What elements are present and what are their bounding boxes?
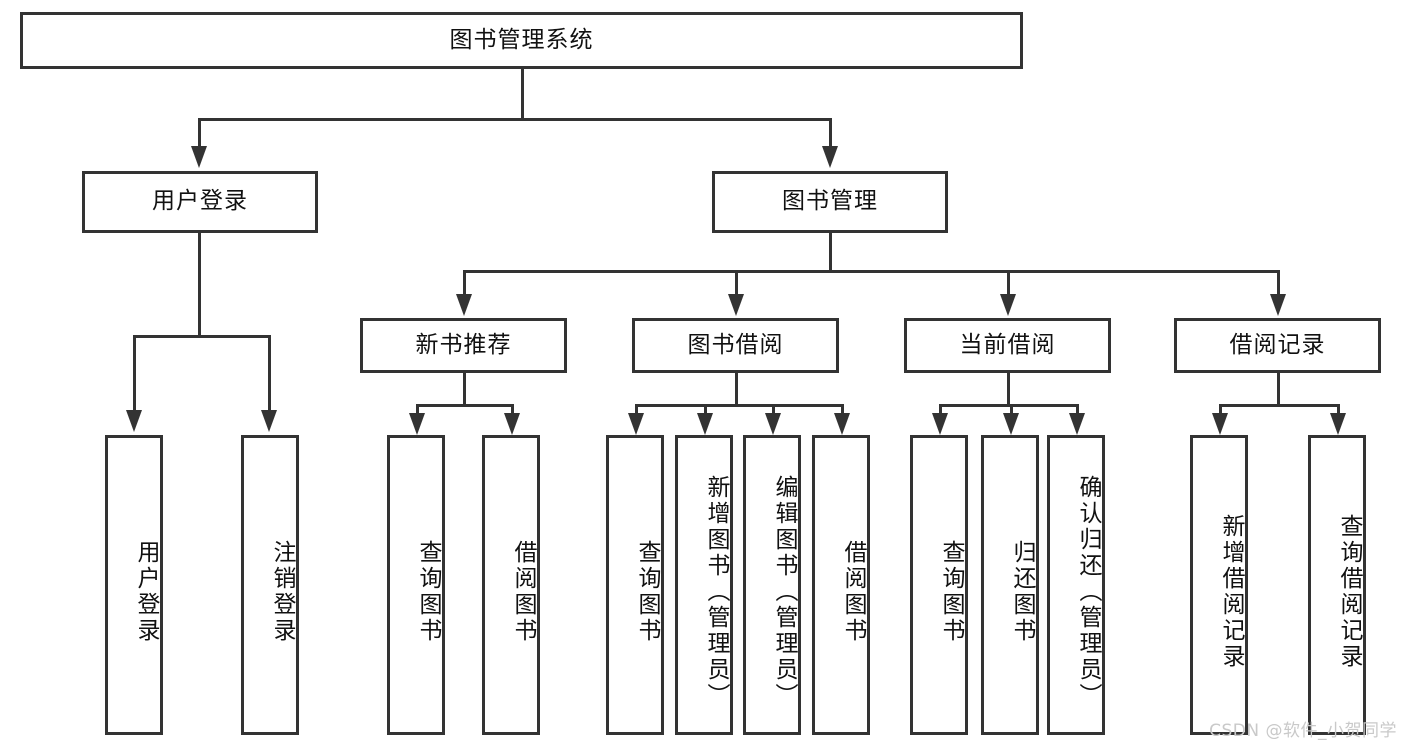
node-label: 查询图书 xyxy=(938,540,964,644)
edge-bm-to-borrow-record xyxy=(1277,270,1280,298)
edge-br-to-leaf-2 xyxy=(1337,404,1340,416)
edge-user-login-to-leaf-1 xyxy=(133,335,136,413)
node-label: 查询图书 xyxy=(634,540,660,644)
node-borrow-record[interactable]: 借阅记录 xyxy=(1174,318,1381,373)
leaf-edit-book-admin[interactable]: 编辑图书（管理员） xyxy=(743,435,801,735)
arrowhead-cb-to-leaf-1 xyxy=(932,413,948,435)
leaf-user-login[interactable]: 用户登录 xyxy=(105,435,163,735)
leaf-add-book-admin[interactable]: 新增图书（管理员） xyxy=(675,435,733,735)
edge-bm-to-new-book xyxy=(463,270,466,298)
node-label: 确认归还（管理员） xyxy=(1075,475,1101,709)
node-label: 图书借阅 xyxy=(687,331,784,358)
edge-user-login-bus xyxy=(133,335,268,338)
edge-current-borrow-bus xyxy=(939,404,1079,407)
leaf-borrow-book-newbook[interactable]: 借阅图书 xyxy=(482,435,540,735)
arrowhead-bm-to-borrow-record xyxy=(1270,294,1286,316)
arrowhead-cb-to-leaf-2 xyxy=(1003,413,1019,435)
node-label: 查询借阅记录 xyxy=(1336,514,1362,670)
node-label: 归还图书 xyxy=(1009,540,1035,644)
leaf-query-book-borrow[interactable]: 查询图书 xyxy=(606,435,664,735)
leaf-query-book-current[interactable]: 查询图书 xyxy=(910,435,968,735)
node-label: 图书管理系统 xyxy=(449,26,594,53)
node-label: 借阅记录 xyxy=(1229,331,1326,358)
arrowhead-root-to-user-login xyxy=(191,146,207,168)
node-label: 注销登录 xyxy=(269,540,295,644)
edge-nb-to-leaf-2 xyxy=(511,404,514,416)
edge-current-borrow-stem xyxy=(1007,373,1010,407)
arrowhead-root-to-book-manage xyxy=(822,146,838,168)
edge-borrow-record-stem xyxy=(1277,373,1280,407)
edge-user-login-stem xyxy=(198,233,201,338)
leaf-query-book-newbook[interactable]: 查询图书 xyxy=(387,435,445,735)
edge-cb-to-leaf-1 xyxy=(939,404,942,416)
edge-book-management-stem xyxy=(829,233,832,273)
edge-user-login-to-leaf-2 xyxy=(268,335,271,413)
node-label: 借阅图书 xyxy=(840,540,866,644)
node-current-borrow[interactable]: 当前借阅 xyxy=(904,318,1111,373)
leaf-logout[interactable]: 注销登录 xyxy=(241,435,299,735)
edge-bb-to-leaf-4 xyxy=(841,404,844,416)
edge-br-to-leaf-1 xyxy=(1219,404,1222,416)
arrowhead-user-login-to-leaf-1 xyxy=(126,410,142,432)
arrowhead-bb-to-leaf-2 xyxy=(697,413,713,435)
edge-cb-to-leaf-2 xyxy=(1010,404,1013,416)
node-label: 用户登录 xyxy=(133,540,159,644)
arrowhead-bm-to-current-borrow xyxy=(1000,294,1016,316)
csdn-watermark: CSDN @软件_小贺同学 xyxy=(1209,721,1397,741)
arrowhead-cb-to-leaf-3 xyxy=(1069,413,1085,435)
node-label: 图书管理 xyxy=(782,188,878,215)
edge-bb-to-leaf-3 xyxy=(772,404,775,416)
edge-book-borrow-bus xyxy=(635,404,842,407)
node-book-borrow[interactable]: 图书借阅 xyxy=(632,318,839,373)
arrowhead-nb-to-leaf-1 xyxy=(409,413,425,435)
edge-root-to-book-manage xyxy=(829,118,832,150)
edge-bm-to-borrow xyxy=(735,270,738,298)
node-user-login[interactable]: 用户登录 xyxy=(82,171,318,233)
leaf-query-borrow-record[interactable]: 查询借阅记录 xyxy=(1308,435,1366,735)
leaf-add-borrow-record[interactable]: 新增借阅记录 xyxy=(1190,435,1248,735)
arrowhead-bb-to-leaf-4 xyxy=(834,413,850,435)
leaf-borrow-book-borrow[interactable]: 借阅图书 xyxy=(812,435,870,735)
arrowhead-br-to-leaf-2 xyxy=(1330,413,1346,435)
edge-new-book-stem xyxy=(463,373,466,407)
arrowhead-bm-to-borrow xyxy=(728,294,744,316)
node-label: 编辑图书（管理员） xyxy=(771,475,797,709)
node-new-book-recommend[interactable]: 新书推荐 xyxy=(360,318,567,373)
edge-root-to-user-login xyxy=(198,118,201,150)
node-root-system[interactable]: 图书管理系统 xyxy=(20,12,1023,69)
arrowhead-user-login-to-leaf-2 xyxy=(261,410,277,432)
arrowhead-bb-to-leaf-3 xyxy=(765,413,781,435)
node-label: 查询图书 xyxy=(415,540,441,644)
edge-cb-to-leaf-3 xyxy=(1076,404,1079,416)
arrowhead-br-to-leaf-1 xyxy=(1212,413,1228,435)
arrowhead-bb-to-leaf-1 xyxy=(628,413,644,435)
edge-bm-to-current-borrow xyxy=(1007,270,1010,298)
edge-root-bus xyxy=(198,118,832,121)
leaf-return-book[interactable]: 归还图书 xyxy=(981,435,1039,735)
edge-bb-to-leaf-2 xyxy=(704,404,707,416)
edge-borrow-record-bus xyxy=(1219,404,1340,407)
edge-bb-to-leaf-1 xyxy=(635,404,638,416)
edge-nb-to-leaf-1 xyxy=(416,404,419,416)
edge-book-management-bus xyxy=(463,270,1280,273)
edge-book-borrow-stem xyxy=(735,373,738,407)
node-label: 用户登录 xyxy=(152,188,248,215)
leaf-confirm-return-admin[interactable]: 确认归还（管理员） xyxy=(1047,435,1105,735)
node-label: 新增图书（管理员） xyxy=(703,475,729,709)
node-label: 新增借阅记录 xyxy=(1218,514,1244,670)
node-book-management[interactable]: 图书管理 xyxy=(712,171,948,233)
node-label: 当前借阅 xyxy=(959,331,1056,358)
arrowhead-nb-to-leaf-2 xyxy=(504,413,520,435)
node-label: 新书推荐 xyxy=(415,331,512,358)
edge-root-stem xyxy=(521,69,524,121)
node-label: 借阅图书 xyxy=(510,540,536,644)
edge-new-book-bus xyxy=(416,404,514,407)
arrowhead-bm-to-new-book xyxy=(456,294,472,316)
